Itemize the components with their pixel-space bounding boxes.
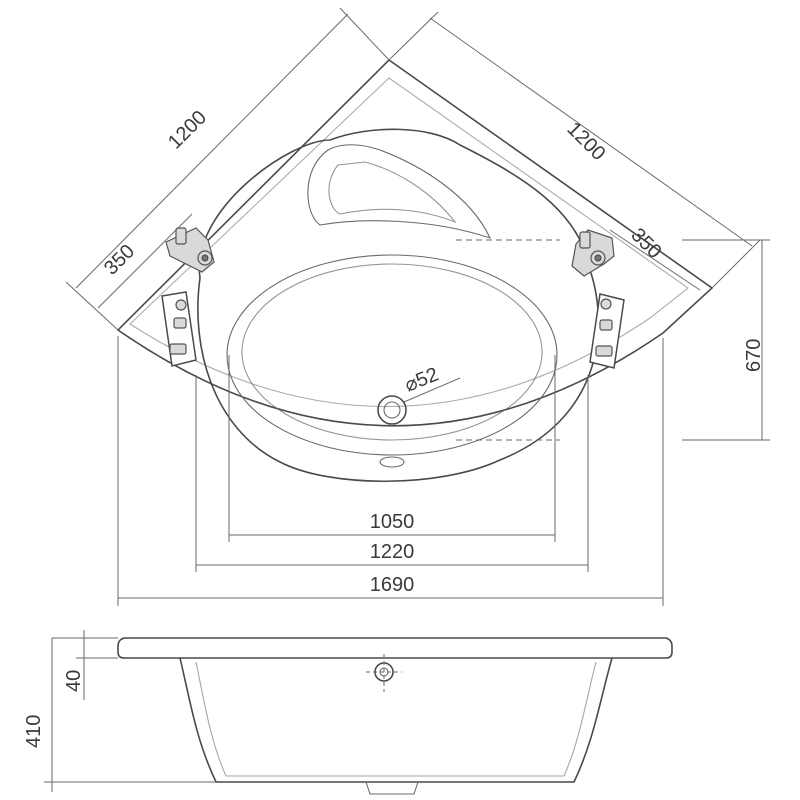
dimension-width-inner-label: 1050 <box>370 511 415 533</box>
dimension-right-edge <box>388 11 761 291</box>
overflow <box>379 456 405 468</box>
tub-outer-rim <box>116 58 714 427</box>
side-rim <box>117 637 673 659</box>
dimension-right-depth-label: 350 <box>626 224 665 263</box>
dimension-width-total <box>117 336 664 606</box>
dimension-left-edge <box>65 7 390 331</box>
dimension-width-basin-label: 1220 <box>370 541 415 563</box>
dimension-side-height <box>44 638 216 792</box>
dimension-rim-label: 40 <box>63 670 85 692</box>
dimension-left-depth-label: 350 <box>100 240 139 279</box>
dimension-side-height-label: 410 <box>23 715 45 748</box>
side-body-inner <box>195 661 597 777</box>
dimension-left-edge-label: 1200 <box>164 107 211 154</box>
dimension-width-total-label: 1690 <box>370 574 415 596</box>
right-control-panel-icon <box>589 293 625 369</box>
side-view: 40 410 <box>23 630 673 795</box>
right-tap-icon <box>571 229 615 277</box>
headrest <box>307 144 492 239</box>
tub-floor-inner <box>241 263 543 441</box>
left-tap-icon <box>165 227 215 273</box>
dimension-height-right-label: 670 <box>743 339 765 372</box>
dimension-height-right <box>456 239 770 441</box>
headrest-inner <box>328 161 457 224</box>
drain-diameter-label: ⌀52 <box>402 363 442 396</box>
dimension-right-edge-label: 1200 <box>562 118 609 165</box>
dimension-rim <box>52 630 118 700</box>
side-overflow <box>366 654 402 692</box>
tub-basin-outline <box>197 128 600 483</box>
dimension-width-basin <box>195 375 589 572</box>
side-body <box>179 657 613 783</box>
left-control-panel-icon <box>161 291 197 367</box>
dimension-width-inner <box>228 355 556 542</box>
tub-floor-outer <box>226 254 558 456</box>
drain <box>377 377 461 425</box>
plan-view: ⌀52 <box>65 7 770 606</box>
side-drain-foot <box>365 781 419 795</box>
